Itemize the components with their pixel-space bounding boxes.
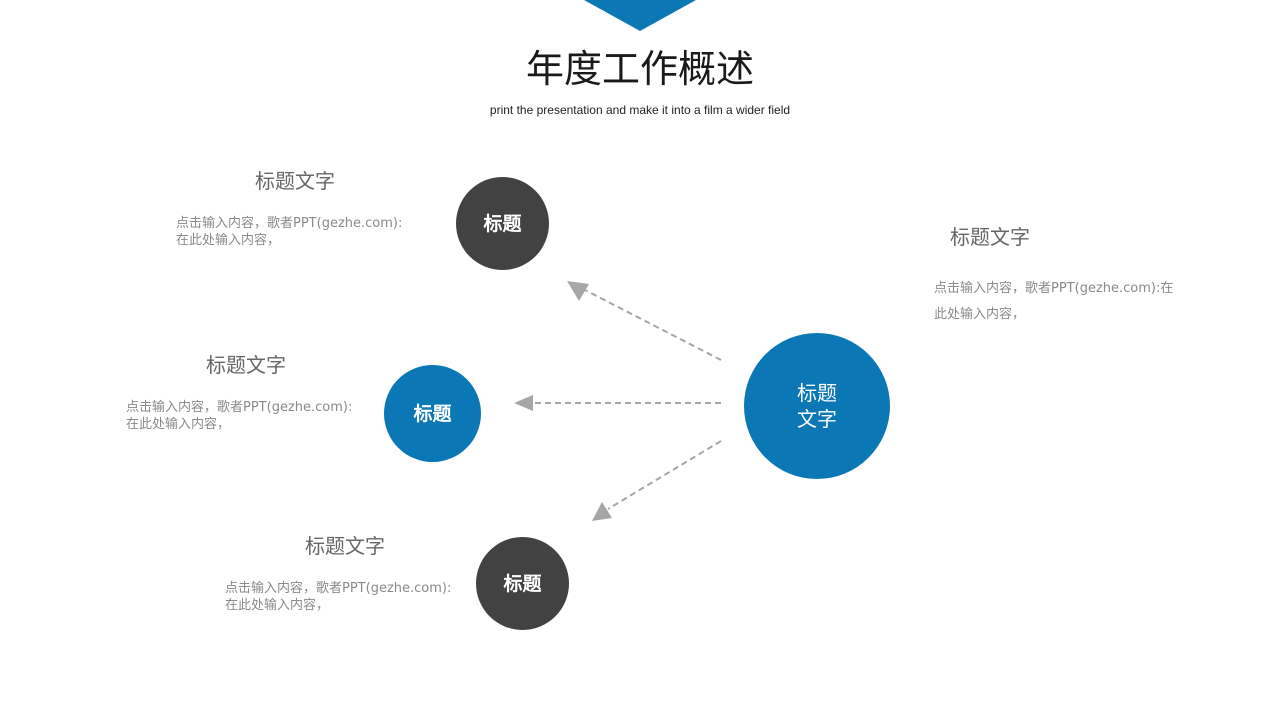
node-middle-heading: 标题文字 bbox=[206, 353, 286, 377]
hub-label-line1: 标题 bbox=[797, 381, 837, 405]
page-subtitle: print the presentation and make it into … bbox=[489, 103, 791, 117]
node-bottom-desc-line1: 点击输入内容，歌者PPT(gezhe.com): bbox=[225, 581, 452, 596]
arrow-to-node-middle bbox=[514, 395, 721, 411]
node-top-desc-line1: 点击输入内容，歌者PPT(gezhe.com): bbox=[176, 216, 403, 231]
node-top-label: 标题 bbox=[483, 212, 522, 235]
node-bottom-desc-line2: 在此处输入内容， bbox=[225, 598, 330, 613]
hub-heading: 标题文字 bbox=[950, 225, 1030, 249]
node-middle-label: 标题 bbox=[413, 402, 452, 425]
node-middle-description: 点击输入内容，歌者PPT(gezhe.com): 在此处输入内容， bbox=[126, 399, 386, 433]
node-top-description: 点击输入内容，歌者PPT(gezhe.com): 在此处输入内容， bbox=[176, 215, 436, 249]
node-bottom-label: 标题 bbox=[503, 572, 542, 595]
page-title: 年度工作概述 bbox=[525, 47, 754, 91]
hub-desc-line2: 此处输入内容， bbox=[934, 307, 1026, 322]
node-middle-desc-line1: 点击输入内容，歌者PPT(gezhe.com): bbox=[126, 400, 353, 415]
arrow-to-node-bottom bbox=[592, 440, 722, 521]
hub-label-line2: 文字 bbox=[797, 407, 837, 431]
arrow-to-node-top bbox=[567, 281, 722, 361]
hub-description: 点击输入内容，歌者PPT(gezhe.com):在 此处输入内容， bbox=[934, 276, 1234, 328]
hub-circle: 标题 文字 bbox=[744, 333, 890, 479]
node-bottom-circle: 标题 bbox=[476, 537, 569, 630]
hub-desc-line1: 点击输入内容，歌者PPT(gezhe.com):在 bbox=[934, 281, 1174, 296]
top-chevron-decoration bbox=[584, 0, 696, 31]
node-top-circle: 标题 bbox=[456, 177, 549, 270]
node-bottom-heading: 标题文字 bbox=[305, 534, 385, 558]
node-top-desc-line2: 在此处输入内容， bbox=[176, 233, 281, 248]
node-middle-desc-line2: 在此处输入内容， bbox=[126, 417, 231, 432]
node-middle-circle: 标题 bbox=[384, 365, 481, 462]
node-top-heading: 标题文字 bbox=[255, 169, 335, 193]
node-bottom-description: 点击输入内容，歌者PPT(gezhe.com): 在此处输入内容， bbox=[225, 580, 485, 614]
